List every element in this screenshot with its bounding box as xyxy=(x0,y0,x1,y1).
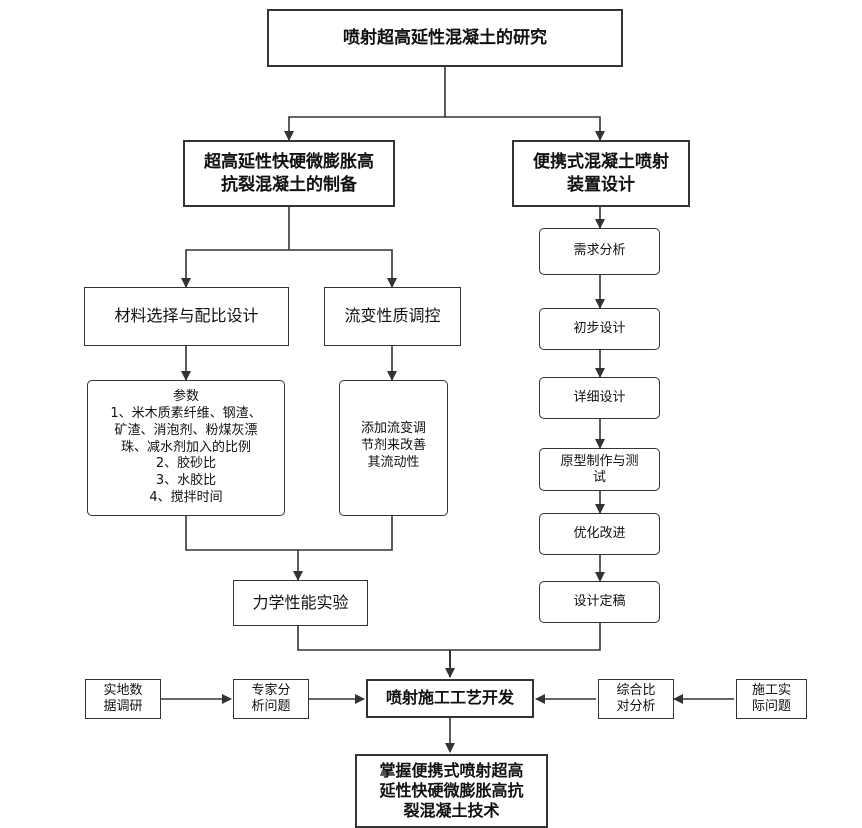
parameters-box: 参数 1、米木质素纤维、钢渣、 矿渣、消泡剂、粉煤灰漂 珠、减水剂加入的比例 2… xyxy=(87,380,285,516)
connector-title-to-left-branch xyxy=(284,116,445,141)
field-research-box: 实地数 据调研 xyxy=(85,679,161,719)
construction-issues-box: 施工实 际问题 xyxy=(736,679,807,719)
step-requirement-analysis: 需求分析 xyxy=(539,228,660,275)
right-branch-box: 便携式混凝土喷射 装置设计 xyxy=(512,140,690,207)
connector-params-merge xyxy=(185,516,393,551)
step-prototype-testing: 原型制作与测 试 xyxy=(539,448,660,491)
connector-to-material xyxy=(181,249,289,288)
mechanics-test-box: 力学性能实验 xyxy=(233,580,368,626)
comparison-analysis-box: 综合比 对分析 xyxy=(598,679,674,719)
step-optimization: 优化改进 xyxy=(539,513,660,555)
connector-to-rheology xyxy=(289,249,397,288)
material-design-box: 材料选择与配比设计 xyxy=(84,287,289,346)
connector-title-to-right-branch xyxy=(445,116,605,141)
expert-analysis-box: 专家分 析问题 xyxy=(233,679,309,719)
step-preliminary-design: 初步设计 xyxy=(539,308,660,350)
connector-mechanics-down xyxy=(297,623,601,651)
left-branch-box: 超高延性快硬微膨胀高 抗裂混凝土的制备 xyxy=(183,140,395,207)
rheology-control-box: 流变性质调控 xyxy=(324,287,461,346)
step-design-finalization: 设计定稿 xyxy=(539,581,660,623)
process-development-box: 喷射施工工艺开发 xyxy=(366,679,534,718)
title-box: 喷射超高延性混凝土的研究 xyxy=(267,9,623,67)
step-detailed-design: 详细设计 xyxy=(539,377,660,419)
additive-box: 添加流变调 节剂来改善 其流动性 xyxy=(339,380,448,516)
result-box: 掌握便携式喷射超高 延性快硬微膨胀高抗 裂混凝土技术 xyxy=(355,754,548,828)
